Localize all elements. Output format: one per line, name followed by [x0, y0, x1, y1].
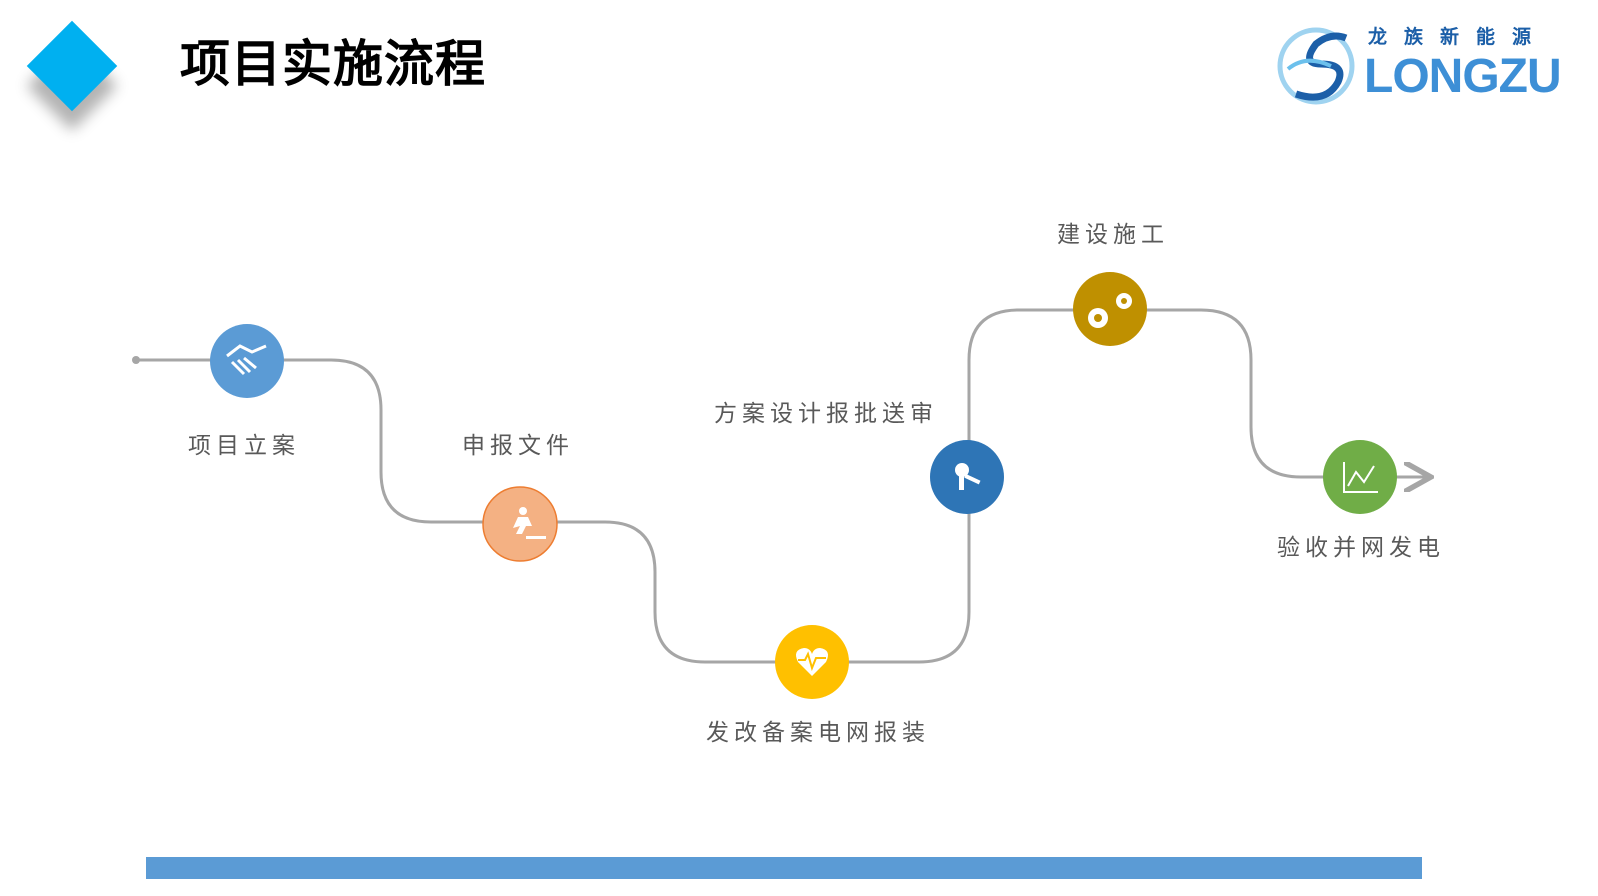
step-node-1: [210, 324, 284, 398]
logo-swirl-icon: [1277, 27, 1355, 105]
step-node-3: [775, 625, 849, 699]
flow-path: [136, 308, 1428, 664]
step-label-4: 方案设计报批送审: [714, 401, 938, 427]
page-title: 项目实施流程: [180, 35, 486, 93]
logo-english-text: LONGZU: [1364, 50, 1562, 103]
step-label-6: 验收并网发电: [1277, 535, 1445, 561]
footer-bar: [146, 857, 1422, 879]
step-label-5: 建设施工: [1057, 222, 1169, 248]
heart-pulse-icon: [796, 648, 828, 676]
step-label-1: 项目立案: [188, 433, 300, 459]
step-label-2: 申报文件: [462, 433, 574, 459]
gears-icon: [1088, 293, 1132, 328]
logo-chinese-text: 龙族新能源: [1368, 26, 1549, 48]
runner-icon: [513, 507, 546, 539]
chart-icon: [1343, 462, 1378, 493]
keys-icon: [955, 463, 981, 490]
step-node-5: [1073, 272, 1147, 346]
step-node-2: [482, 486, 558, 562]
step-node-6: [1323, 440, 1397, 514]
handshake-icon: [226, 344, 267, 376]
step-label-3: 发改备案电网报装: [706, 720, 930, 746]
step-node-4: [930, 440, 1004, 514]
company-logo: 龙族新能源 LONGZU: [1276, 24, 1566, 106]
